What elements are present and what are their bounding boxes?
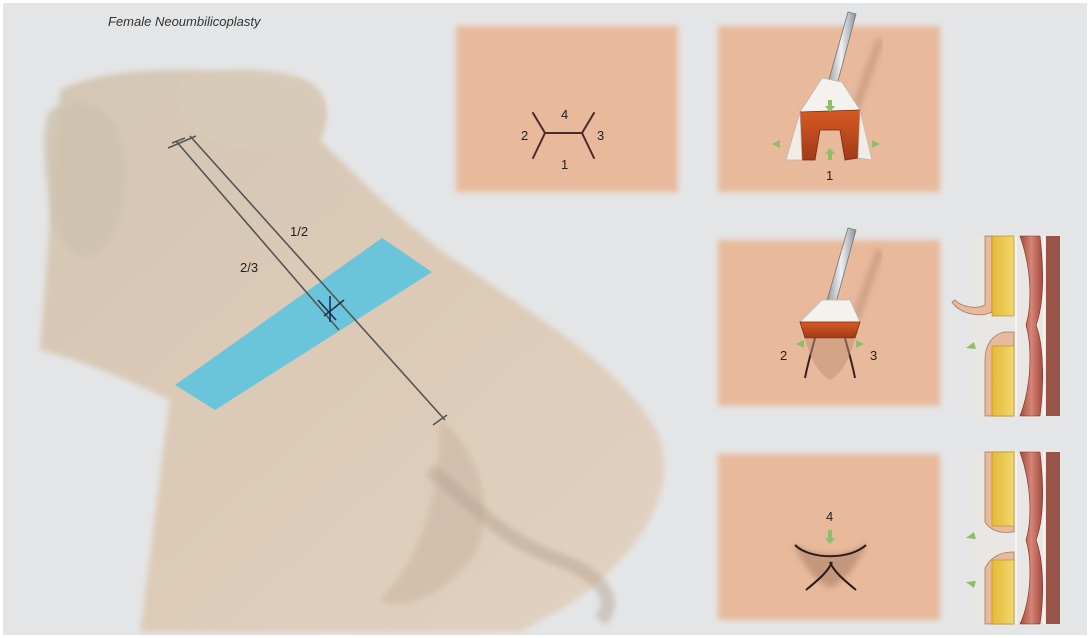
flap-label-left: 2 (521, 128, 528, 143)
marking-label-lower: 2/3 (240, 260, 258, 275)
panel-c: 2 3 (718, 228, 940, 406)
right-label: 3 (870, 348, 877, 363)
flap-label-top: 4 (561, 107, 568, 122)
cross-section-upper (952, 236, 1060, 416)
marking-label-upper: 1/2 (290, 224, 308, 239)
panel-d: 4 (718, 454, 940, 620)
step-label: 4 (826, 509, 833, 524)
panel-a: 4 2 3 1 (456, 26, 678, 192)
flap-label-right: 3 (597, 128, 604, 143)
flap-label-bottom: 1 (561, 157, 568, 172)
left-label: 2 (780, 348, 787, 363)
cross-section-lower (966, 452, 1060, 624)
panel-b: 1 (718, 12, 940, 192)
tissue-core (800, 322, 860, 338)
step-label: 1 (826, 168, 833, 183)
